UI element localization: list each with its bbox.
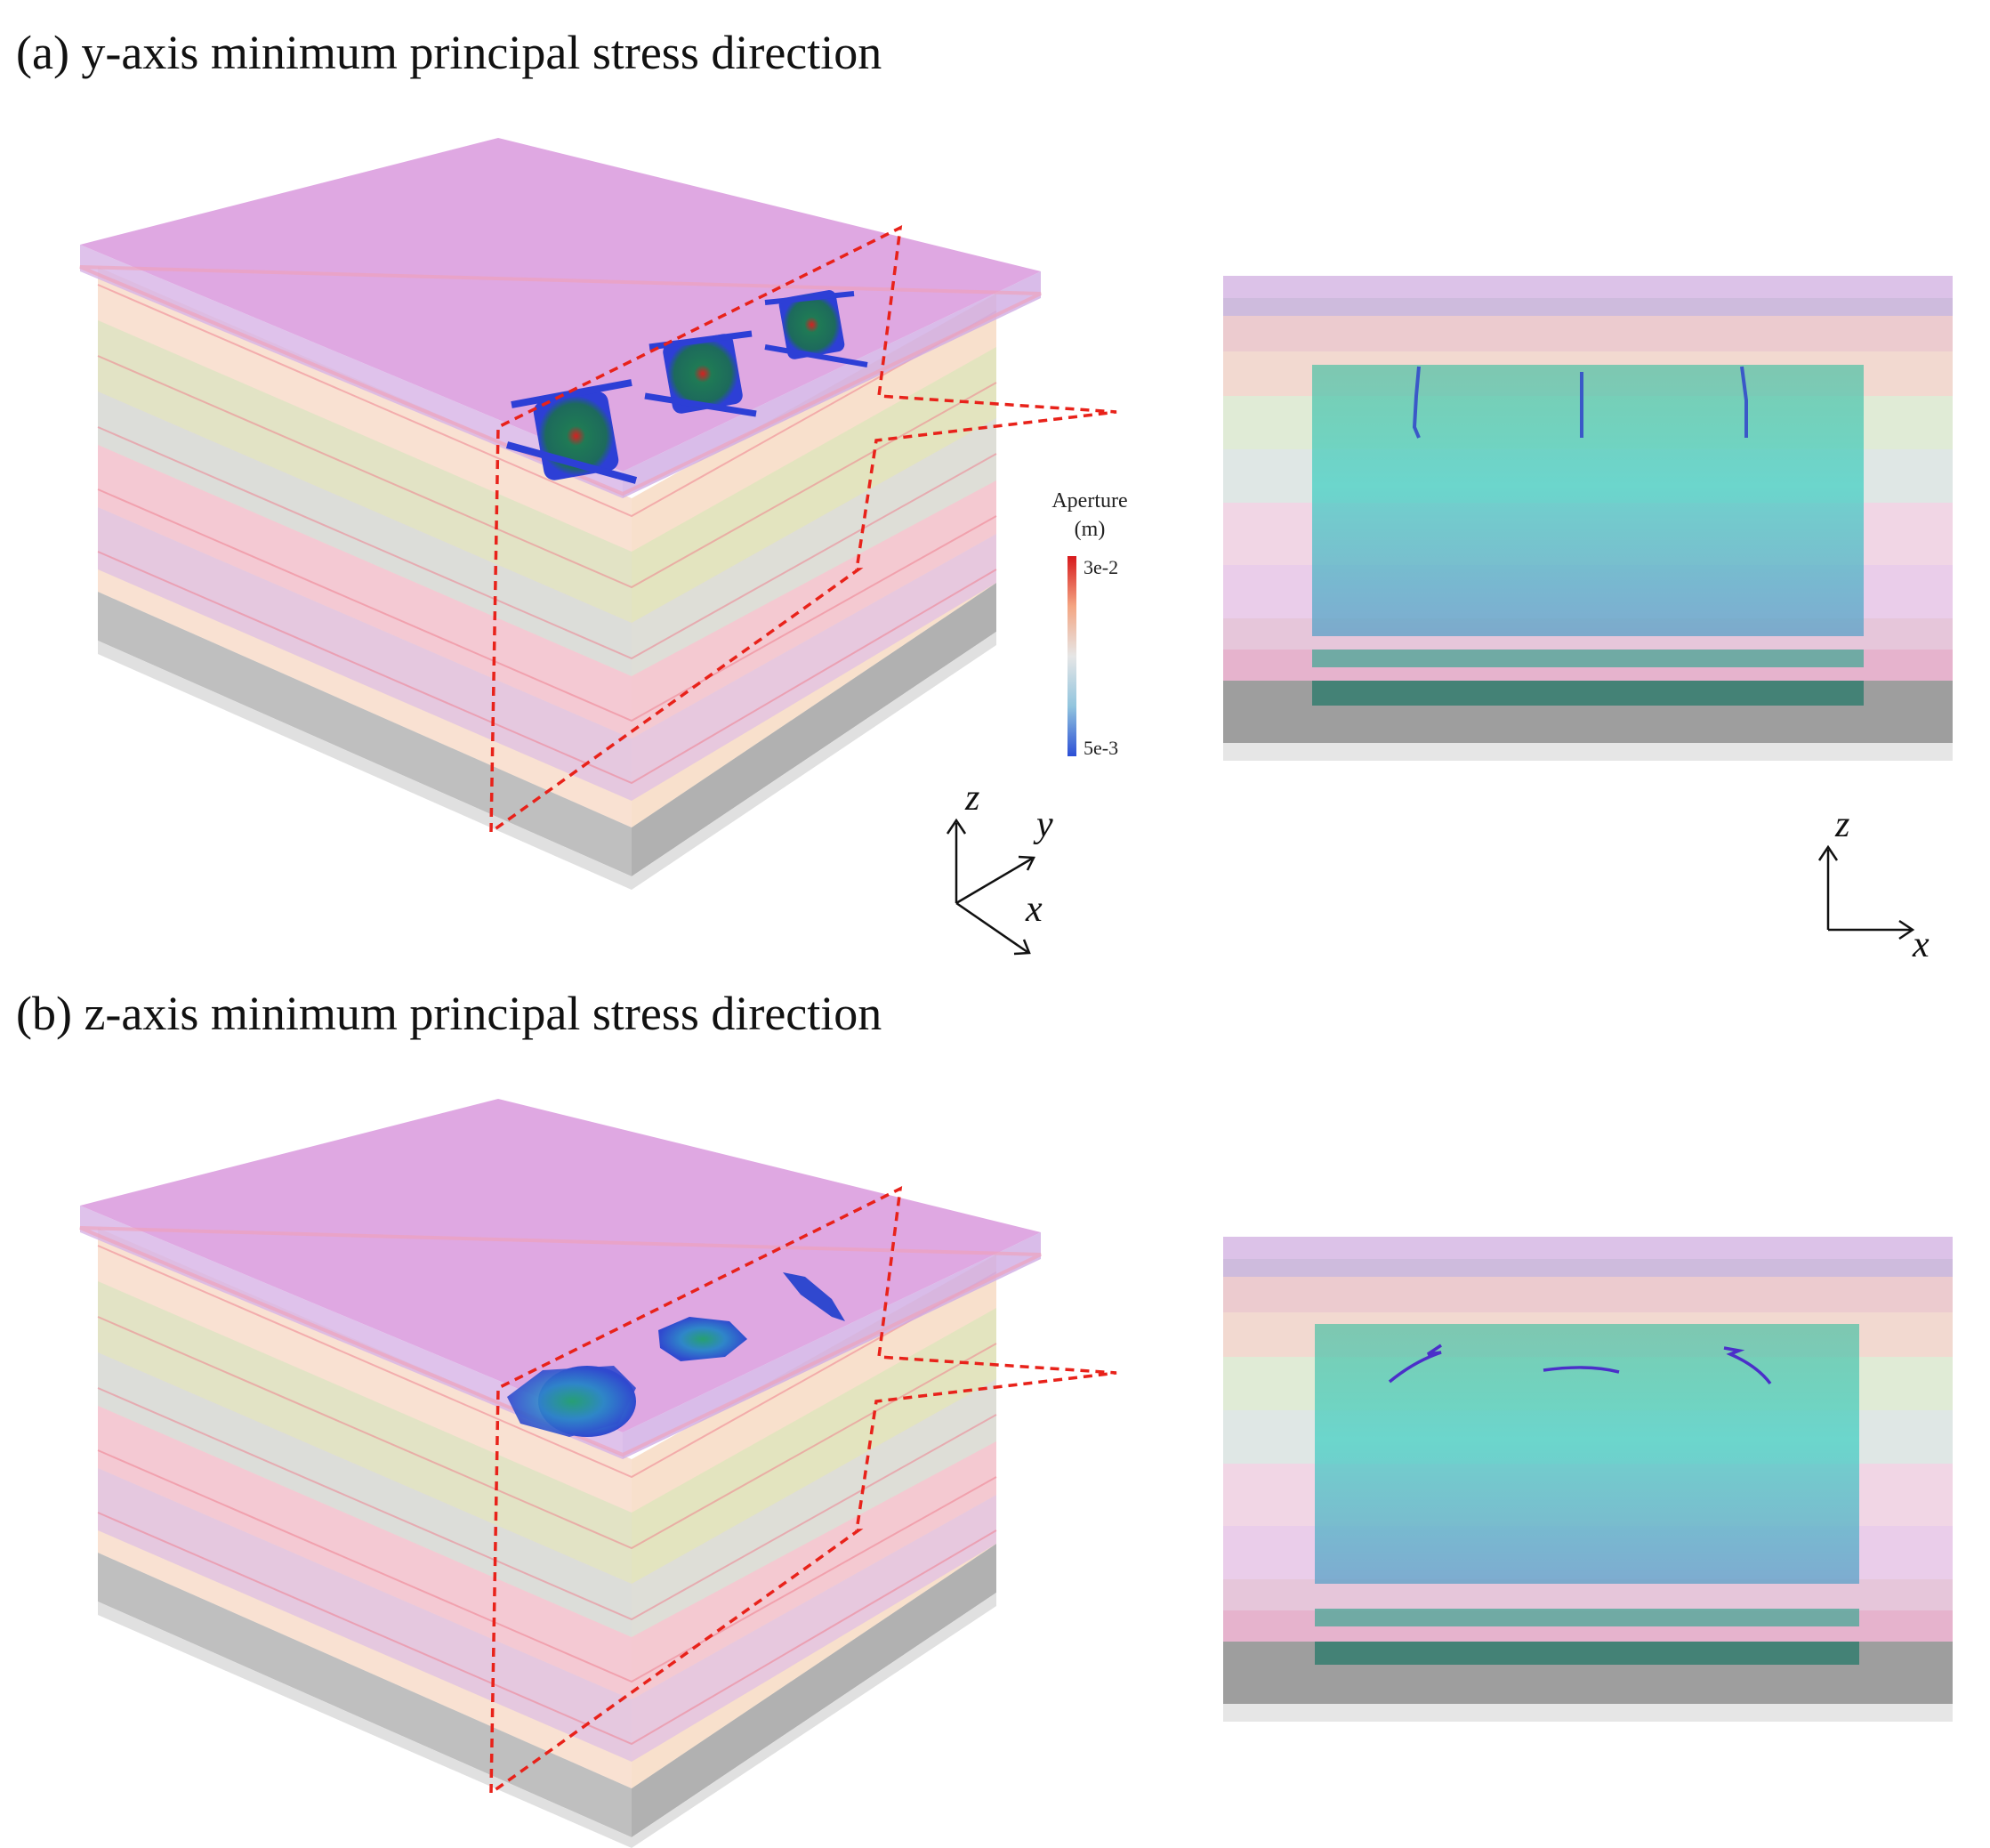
fracture-a-3 bbox=[764, 290, 868, 367]
axis-z-label-3d: z bbox=[964, 778, 979, 819]
panel-b-3d-block bbox=[79, 1099, 1117, 1848]
axis-y-label-3d: y bbox=[1033, 804, 1053, 845]
colorbar-gradient bbox=[1068, 556, 1076, 756]
panel-b-title: (b) z-axis minimum principal stress dire… bbox=[16, 987, 882, 1040]
axis-z-label-2d: z bbox=[1834, 804, 1849, 845]
top-layer-b bbox=[80, 1099, 1041, 1432]
section-b-fracture-trace-2 bbox=[1543, 1366, 1620, 1374]
colorbar-max-label: 3e-2 bbox=[1084, 556, 1118, 578]
base-layer-right bbox=[632, 583, 996, 876]
layer-stack bbox=[79, 138, 1042, 890]
fracture-b-3 bbox=[783, 1272, 845, 1321]
axis-x-label-2d: x bbox=[1912, 924, 1930, 965]
fracture-a-2 bbox=[644, 330, 757, 417]
base-layer-left bbox=[98, 592, 632, 876]
section-b-fracture-trace-3 bbox=[1723, 1346, 1772, 1385]
section-b-inner-region bbox=[1315, 1324, 1859, 1584]
colorbar-min-label: 5e-3 bbox=[1084, 737, 1118, 759]
section-a-inner-region bbox=[1312, 365, 1864, 636]
panel-a-section-view bbox=[1223, 276, 1953, 761]
aperture-colorbar: Aperture (m) 3e-2 5e-3 bbox=[1051, 489, 1127, 759]
panel-a-3d-block bbox=[79, 138, 1117, 890]
fracture-b-1 bbox=[507, 1366, 636, 1437]
section-a-fracture-trace-1 bbox=[1412, 366, 1421, 439]
panel-a-title: (a) y-axis minimum principal stress dire… bbox=[16, 26, 882, 79]
axis-2d-a bbox=[1817, 844, 1915, 940]
axis-triad-3d bbox=[946, 818, 1035, 956]
section-plane-outline-b bbox=[489, 1185, 1117, 1795]
axis-x-label-3d: x bbox=[1025, 889, 1043, 930]
colorbar-unit: (m) bbox=[1075, 518, 1106, 541]
panel-b-section-view bbox=[1223, 1237, 1953, 1722]
section-a-fracture-trace-3 bbox=[1740, 366, 1748, 438]
fracture-a-1 bbox=[505, 379, 638, 484]
base-shadow bbox=[98, 632, 996, 890]
section-plane-outline bbox=[489, 224, 1117, 834]
fracture-b-2 bbox=[658, 1317, 747, 1361]
colorbar-title: Aperture bbox=[1051, 489, 1127, 512]
section-b-fracture-trace-1 bbox=[1388, 1344, 1442, 1384]
top-layer bbox=[80, 138, 1041, 472]
